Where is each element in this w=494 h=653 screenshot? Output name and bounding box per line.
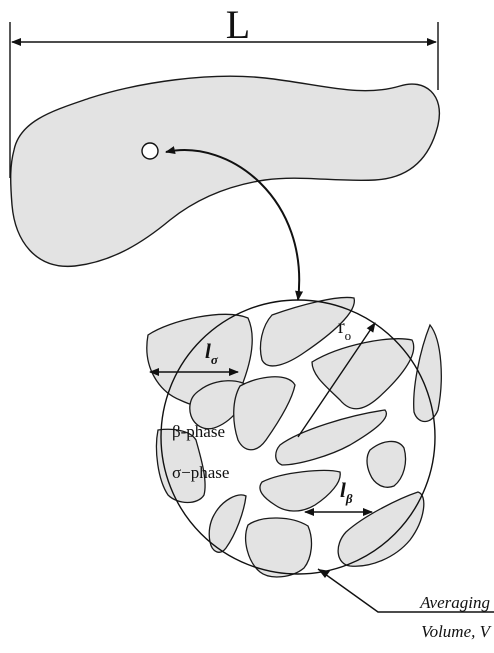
beta-length-label: lβ bbox=[340, 478, 353, 506]
radius-subscript: o bbox=[345, 328, 352, 343]
averaging-volume-label-line2: Volume, V bbox=[421, 622, 493, 641]
length-label: L bbox=[226, 2, 250, 47]
grain-right-small bbox=[367, 441, 406, 487]
grain-center bbox=[234, 377, 295, 450]
sigma-phase-label: σ−phase bbox=[172, 463, 229, 482]
beta-phase-label: β-phase bbox=[172, 422, 225, 441]
macroscopic-body bbox=[11, 76, 440, 266]
grain-bottom-center bbox=[246, 518, 312, 577]
grain-center-lower bbox=[260, 470, 340, 511]
grain-left-lower bbox=[209, 495, 246, 552]
radius-label: ro bbox=[338, 316, 351, 343]
beta-length-subscript: β bbox=[345, 491, 353, 506]
grain-upper-right bbox=[312, 339, 414, 409]
material-point bbox=[142, 143, 158, 159]
sigma-length-subscript: σ bbox=[211, 352, 219, 367]
averaging-volume-label-line1: Averaging bbox=[419, 593, 490, 612]
grain-right-edge bbox=[414, 325, 442, 422]
